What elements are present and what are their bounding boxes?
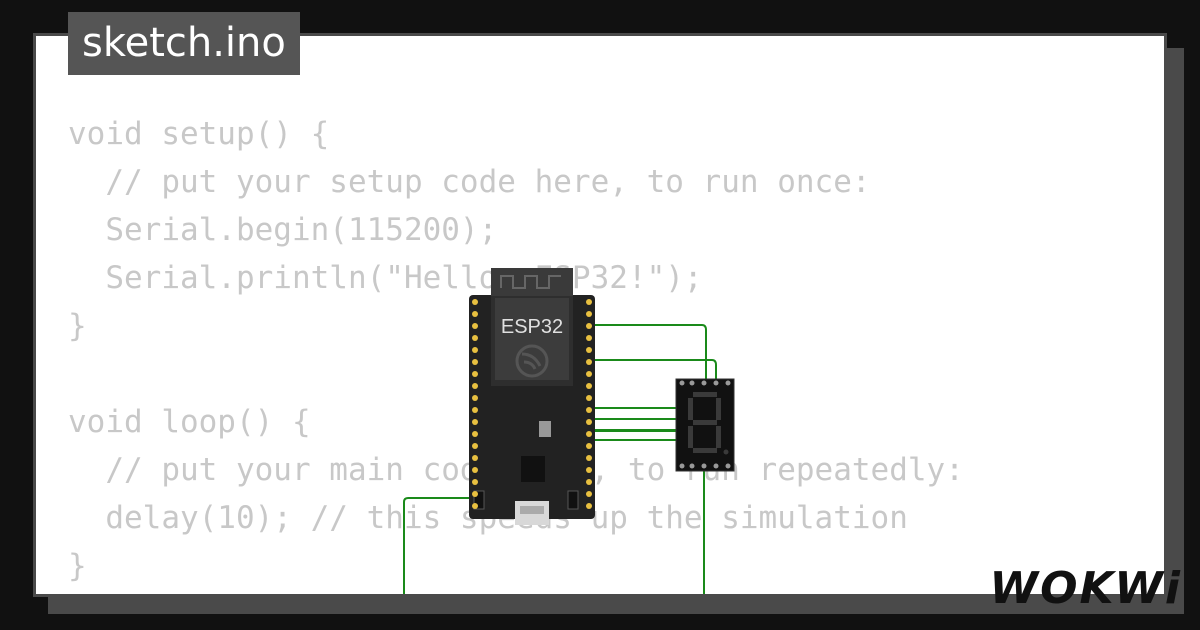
wire — [588, 359, 717, 382]
regulator — [539, 421, 551, 437]
wire — [588, 324, 707, 382]
board-label: ESP32 — [501, 316, 563, 338]
file-tab[interactable]: sketch.ino — [68, 12, 300, 75]
code-line: Serial.println("Hello, ESP32!"); — [68, 260, 703, 296]
shield — [495, 298, 569, 380]
antenna-area — [491, 268, 573, 296]
code-line: // put your setup code here, to run once… — [68, 164, 871, 200]
circuit-diagram: ESP32 — [403, 268, 735, 594]
code-editor: void setup() { // put your setup code he… — [68, 110, 964, 590]
espressif-logo-icon — [515, 344, 549, 378]
display-pins-top — [679, 380, 731, 386]
chip — [521, 456, 545, 482]
button-en — [473, 490, 485, 510]
esp32-board: ESP32 — [469, 268, 595, 525]
display-segments — [688, 392, 729, 455]
code-line: void loop() { — [68, 404, 311, 440]
display-pins-bottom — [679, 463, 731, 469]
code-line: void setup() { — [68, 116, 330, 152]
pin-header-right — [586, 299, 592, 509]
code-line: Serial.begin(115200); — [68, 212, 498, 248]
seven-segment-display — [675, 378, 735, 472]
preview-card: void setup() { // put your setup code he… — [33, 33, 1167, 597]
usb-port-icon — [515, 501, 549, 525]
button-boot — [567, 490, 579, 510]
wire — [588, 382, 683, 409]
wire — [403, 497, 474, 594]
antenna-trace — [500, 275, 561, 289]
code-line: } — [68, 548, 87, 584]
pin-header-left — [472, 299, 478, 509]
wokwi-logo: WOKWi — [989, 563, 1182, 614]
code-line: } — [68, 308, 87, 344]
